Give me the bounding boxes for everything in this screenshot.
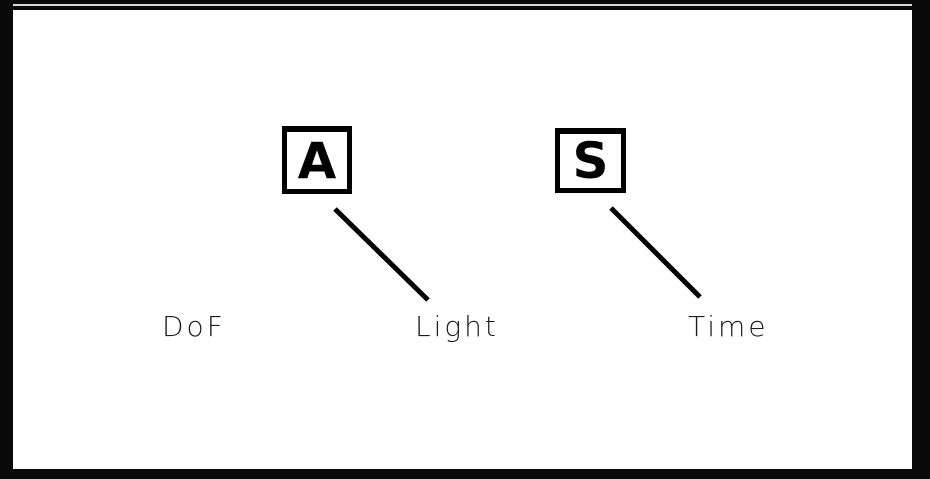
key-s-letter: S	[572, 132, 609, 190]
label-light: Light	[415, 310, 499, 343]
diagram-canvas	[13, 10, 912, 469]
label-dof: DoF	[162, 310, 226, 343]
connector-a-to-light	[333, 207, 430, 302]
key-a-letter: A	[297, 131, 337, 190]
key-a-box: A	[282, 126, 352, 194]
frame-top-line	[13, 4, 912, 6]
label-time: Time	[688, 310, 769, 343]
connector-s-to-time	[609, 206, 702, 299]
key-s-box: S	[555, 128, 626, 193]
